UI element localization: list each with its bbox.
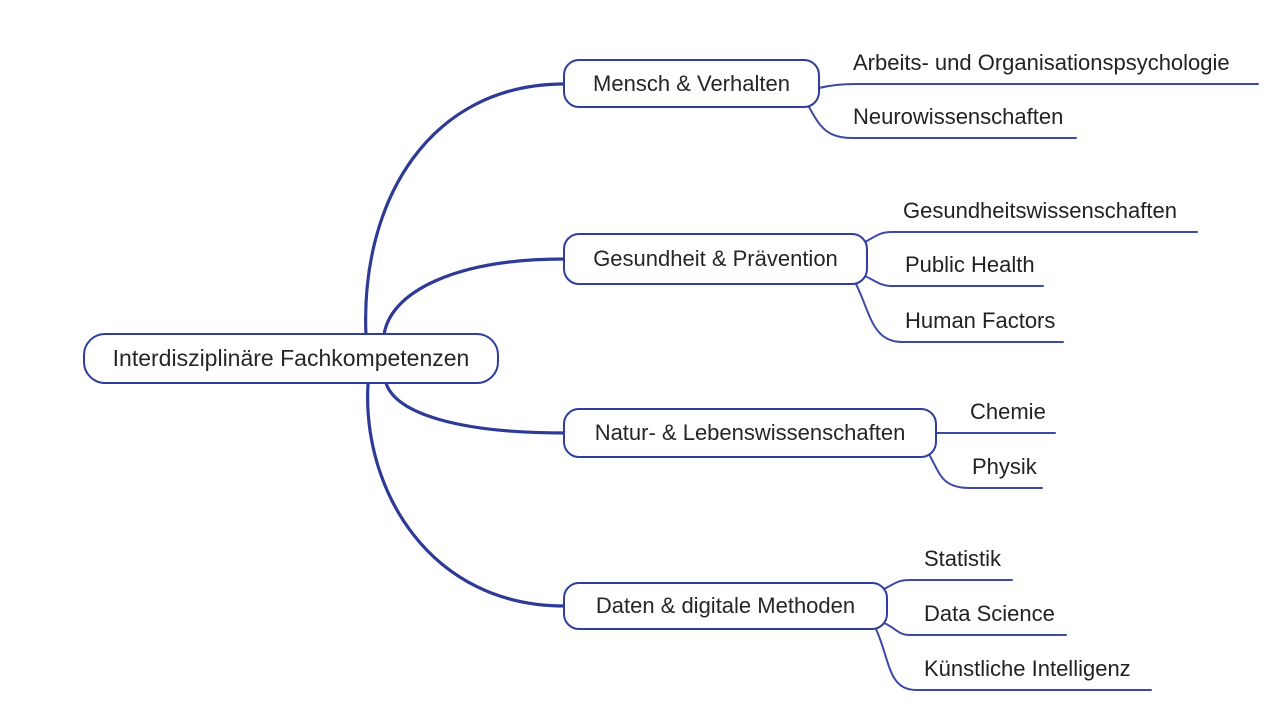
branch-node-label: Daten & digitale Methoden <box>595 593 856 618</box>
edge-leaf-kuenstliche-intelligenz <box>875 628 1152 691</box>
leaf-node-chemie: Chemie <box>970 399 1046 424</box>
branch-node-label: Mensch & Verhalten <box>593 70 790 96</box>
branch-node-daten-digitale-methoden: Daten & digitale Methoden <box>563 582 888 630</box>
edge-leaf-data-science <box>883 622 1067 636</box>
leaf-node-human-factors: Human Factors <box>905 308 1056 333</box>
edge-root-to-mensch-verhalten <box>364 82 566 338</box>
leaf-node-arbeits-und-organisationspsychologie: Arbeits- und Organisationspsychologie <box>853 50 1230 75</box>
edge-leaf-statistik <box>883 579 1013 590</box>
edge-root-to-natur-lebenswissenschaften <box>384 381 566 435</box>
edge-leaf-human-factors <box>855 283 1064 343</box>
edge-leaf-public-health <box>864 275 1044 287</box>
branch-node-label: Natur- & Lebenswissenschaften <box>594 420 906 445</box>
leaf-node-data-science: Data Science <box>924 601 1055 626</box>
edge-leaf-gesundheitswissenschaften <box>864 231 1198 243</box>
edge-leaf-arbeits-und-organisationspsychologie <box>818 83 1259 89</box>
branch-node-label: Gesundheit & Prävention <box>593 246 838 271</box>
edge-leaf-physik <box>929 455 1043 489</box>
leaf-node-kuenstliche-intelligenz: Künstliche Intelligenz <box>924 656 1131 681</box>
branch-node-gesundheit-praevention: Gesundheit & Prävention <box>563 233 868 285</box>
leaf-node-statistik: Statistik <box>924 546 1002 571</box>
branch-node-mensch-verhalten: Mensch & Verhalten <box>563 59 820 108</box>
leaf-node-public-health: Public Health <box>905 252 1035 277</box>
leaf-node-gesundheitswissenschaften: Gesundheitswissenschaften <box>903 198 1177 223</box>
edge-root-to-daten-digitale-methoden <box>366 382 566 608</box>
leaf-node-physik: Physik <box>972 454 1037 479</box>
edge-root-to-gesundheit-praevention <box>382 257 566 337</box>
root-node-interdisziplinaere-fachkompetenzen: Interdisziplinäre Fachkompetenzen <box>83 333 499 384</box>
edge-leaf-neurowissenschaften <box>808 106 1077 139</box>
root-node-label: Interdisziplinäre Fachkompetenzen <box>112 345 470 371</box>
leaf-node-neurowissenschaften: Neurowissenschaften <box>853 104 1064 129</box>
branch-node-natur-lebenswissenschaften: Natur- & Lebenswissenschaften <box>563 408 937 458</box>
